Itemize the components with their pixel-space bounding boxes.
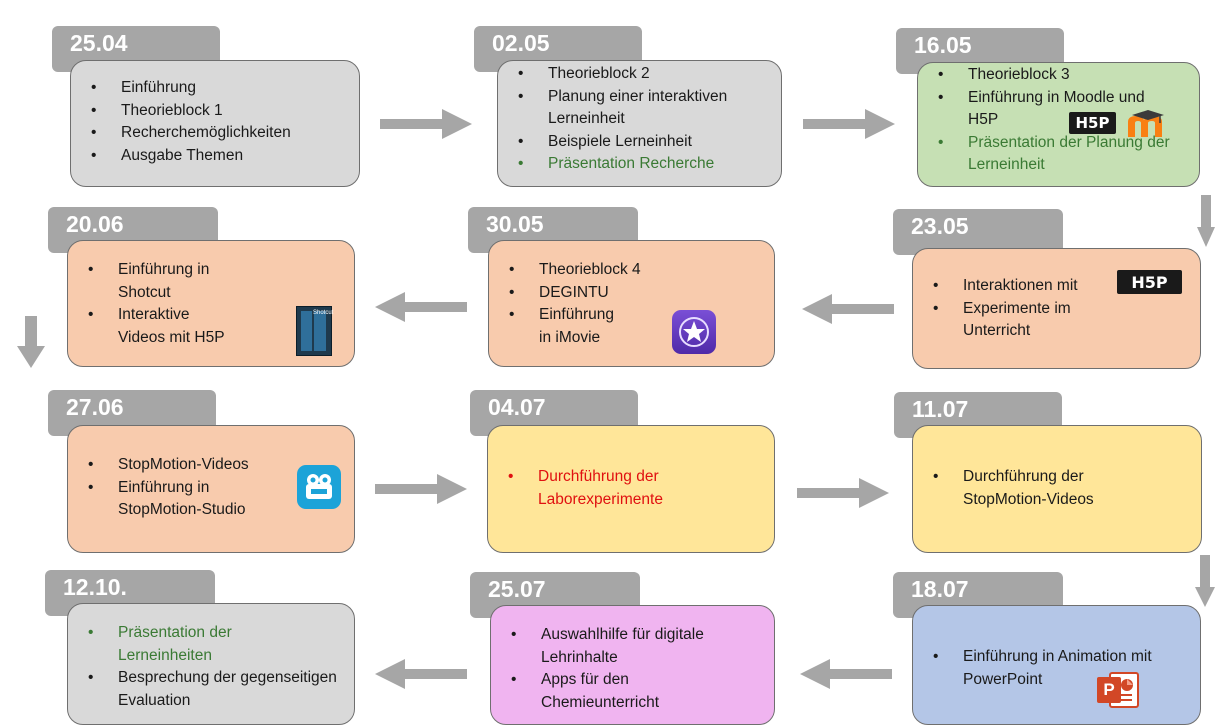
powerpoint-icon: P [1096, 670, 1140, 710]
arrow-left-icon [802, 294, 894, 324]
session-box-25-04: Einführung Theorieblock 1 Recherchemögli… [70, 60, 360, 187]
arrow-right-icon [803, 109, 895, 139]
powerpoint-letter: P [1103, 680, 1115, 699]
list-item: Theorieblock 1 [71, 100, 359, 123]
list-item: Ausgabe Themen [71, 145, 359, 168]
list-item: Präsentation Recherche [498, 153, 781, 176]
session-box-27-06: StopMotion-Videos Einführung in StopMoti… [67, 425, 355, 553]
date-tab-23-05: 23.05 [893, 209, 1063, 255]
list-item: Recherchemöglichkeiten [71, 122, 359, 145]
list-item: Planung einer interaktiven Lerneinheit [498, 86, 781, 131]
list-item: Besprechung der gegenseitigen Evaluation [68, 667, 354, 712]
list-item: Präsentation der Planung der Lerneinheit [918, 132, 1199, 177]
list-item: Durchführung der StopMotion-Videos [913, 466, 1201, 511]
list-item: Einführung [71, 77, 359, 100]
arrow-left-icon [375, 292, 467, 322]
session-box-04-07: Durchführung der Laborexperimente [487, 425, 775, 553]
arrow-down-icon [17, 316, 45, 368]
session-box-30-05: Theorieblock 4 DEGINTU Einführung in iMo… [488, 240, 775, 367]
arrow-right-icon [380, 109, 472, 139]
list-item: Apps für den Chemieunterricht [491, 669, 774, 714]
list-item: StopMotion-Videos [68, 454, 354, 477]
arrow-right-icon [375, 474, 467, 504]
list-item: Einführung in Moodle und H5P [918, 87, 1199, 132]
session-box-16-05: Theorieblock 3 Einführung in Moodle und … [917, 62, 1200, 187]
list-item: Theorieblock 4 [489, 259, 774, 282]
arrow-down-icon [1195, 555, 1215, 607]
list-item: Interaktive Videos mit H5P [68, 304, 354, 349]
list-item: Auswahlhilfe für digitale Lehrinhalte [491, 624, 774, 669]
h5p-logo-icon: H5P [1117, 270, 1182, 294]
list-item: Einführung in StopMotion-Studio [68, 477, 354, 522]
list-item: Theorieblock 3 [918, 64, 1199, 87]
list-item: Präsentation der Lerneinheiten [68, 622, 354, 667]
stopmotion-camera-icon [297, 465, 341, 509]
session-box-25-07: Auswahlhilfe für digitale Lehrinhalte Ap… [490, 605, 775, 725]
list-item: Einführung in Animation mit PowerPoint [913, 646, 1200, 691]
moodle-logo-icon [1124, 108, 1180, 138]
arrow-left-icon [800, 659, 892, 689]
arrow-down-icon [1197, 195, 1215, 247]
session-box-12-10: Präsentation der Lerneinheiten Besprechu… [67, 603, 355, 725]
h5p-logo-icon: H5P [1069, 112, 1116, 134]
shotcut-logo-text: Shotcut [313, 310, 334, 316]
imovie-star-icon [672, 310, 716, 354]
session-box-20-06: Einführung in Shotcut Interaktive Videos… [67, 240, 355, 367]
list-item: Theorieblock 2 [498, 63, 781, 86]
list-item: Durchführung der Laborexperimente [488, 466, 774, 511]
list-item: Experimente im Unterricht [913, 298, 1200, 343]
session-box-23-05: Interaktionen mit Experimente im Unterri… [912, 248, 1201, 369]
list-item: Einführung in Shotcut [68, 259, 354, 304]
session-box-02-05: Theorieblock 2 Planung einer interaktive… [497, 60, 782, 187]
session-box-18-07: Einführung in Animation mit PowerPoint [912, 605, 1201, 725]
list-item: Beispiele Lerneinheit [498, 131, 781, 154]
session-box-11-07: Durchführung der StopMotion-Videos [912, 425, 1202, 553]
arrow-right-icon [797, 478, 889, 508]
arrow-left-icon [375, 659, 467, 689]
list-item: Interaktionen mit [913, 275, 1200, 298]
list-item: DEGINTU [489, 282, 774, 305]
list-item: Einführung in iMovie [489, 304, 774, 349]
shotcut-logo-icon: Shotcut [296, 306, 334, 356]
